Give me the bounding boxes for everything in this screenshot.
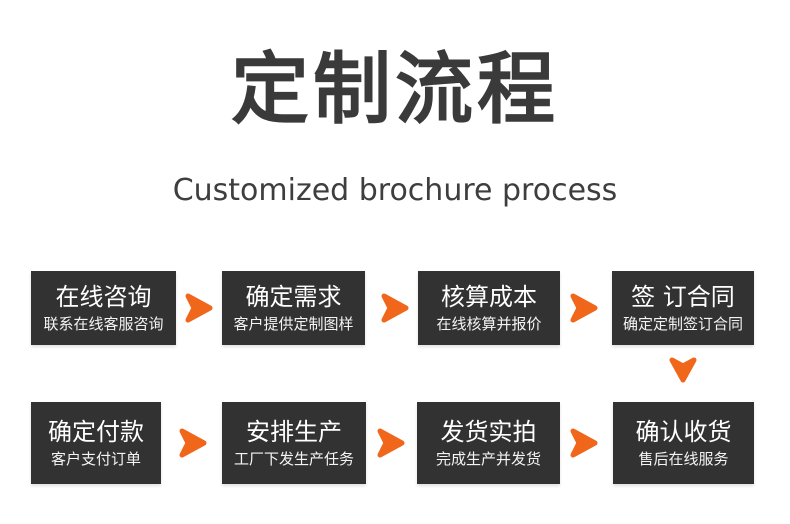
page-subtitle: Customized brochure process [172, 173, 618, 208]
step-box-confirm-receipt: 确认收货 售后在线服务 [613, 402, 754, 484]
step-title: 发货实拍 [440, 417, 537, 446]
step-desc: 完成生产并发货 [435, 449, 541, 468]
step-desc: 客户支付订单 [50, 449, 141, 468]
step-box-confirm-payment: 确定付款 客户支付订单 [31, 402, 161, 484]
step-desc: 售后在线服务 [638, 449, 729, 468]
right-arrow-icon [570, 428, 598, 458]
step-title: 在线咨询 [55, 282, 152, 311]
right-arrow-icon [185, 293, 213, 323]
step-box-sign-contract: 签 订合同 确定定制签订合同 [612, 271, 754, 345]
step-desc: 确定定制签订合同 [622, 314, 743, 333]
step-box-calculate-cost: 核算成本 在线核算并报价 [418, 271, 560, 345]
step-desc: 联系在线客服咨询 [43, 314, 164, 333]
right-arrow-icon [179, 428, 207, 458]
step-title: 安排生产 [246, 417, 342, 446]
step-title: 核算成本 [441, 282, 537, 311]
step-title: 确定付款 [48, 417, 144, 446]
step-title: 确定需求 [245, 282, 342, 311]
step-box-online-consult: 在线咨询 联系在线客服咨询 [31, 271, 176, 345]
step-box-arrange-production: 安排生产 工厂下发生产任务 [222, 402, 366, 484]
right-arrow-icon [377, 428, 405, 458]
right-arrow-icon [570, 293, 598, 323]
down-arrow-icon [669, 357, 697, 383]
step-desc: 客户提供定制图样 [233, 314, 354, 333]
step-title: 确认收货 [635, 417, 732, 446]
page-title: 定制流程 [230, 45, 559, 135]
step-title: 签 订合同 [631, 282, 735, 311]
step-box-shipment-photos: 发货实拍 完成生产并发货 [417, 402, 560, 484]
step-box-confirm-requirements: 确定需求 客户提供定制图样 [222, 271, 365, 345]
right-arrow-icon [381, 293, 409, 323]
step-desc: 工厂下发生产任务 [233, 449, 354, 468]
step-desc: 在线核算并报价 [436, 314, 542, 333]
